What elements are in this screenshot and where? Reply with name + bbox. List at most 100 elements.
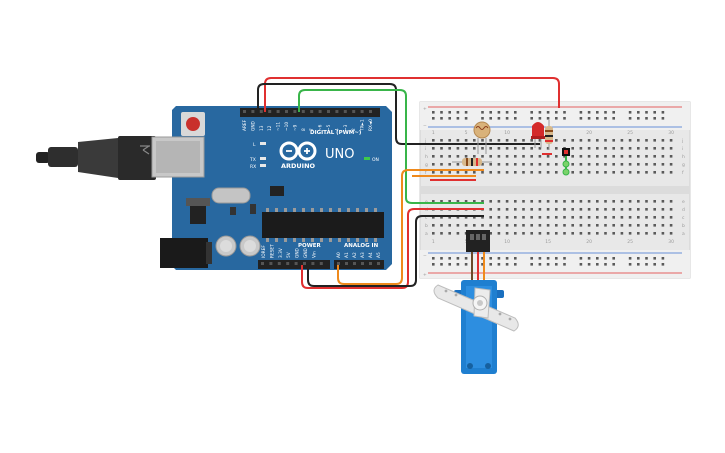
terminal-hole [645, 147, 648, 150]
row-letter: b [425, 223, 428, 229]
terminal-hole [669, 232, 673, 235]
terminal-hole [628, 224, 632, 227]
terminal-hole [448, 232, 451, 235]
terminal-hole [645, 163, 648, 166]
terminal-hole [563, 232, 566, 235]
terminal-hole [514, 163, 517, 166]
terminal-hole [432, 147, 435, 150]
terminal-hole [571, 208, 574, 211]
terminal-hole [661, 208, 665, 211]
terminal-hole [596, 171, 599, 174]
selected-hole-markers [562, 148, 570, 176]
header-hole [301, 110, 305, 113]
rail-hole [579, 111, 583, 114]
rail-hole [653, 263, 656, 266]
terminal-hole [579, 171, 583, 174]
terminal-hole [571, 216, 574, 219]
terminal-hole [620, 171, 624, 174]
power-pin-label: RESET [269, 244, 275, 258]
terminal-hole [571, 155, 574, 158]
analog-pin-label: A3 [360, 252, 366, 258]
rail-hole [628, 263, 632, 266]
terminal-hole [481, 139, 484, 142]
terminal-hole [596, 147, 599, 150]
power-pin-label: GND [303, 247, 309, 258]
rail-hole [448, 263, 451, 266]
wire-black-gnd [257, 83, 540, 145]
terminal-hole [456, 163, 460, 166]
terminal-hole [555, 171, 558, 174]
rail-hole [456, 263, 460, 266]
terminal-hole [596, 232, 599, 235]
terminal-hole [464, 171, 468, 174]
rail-hole [538, 117, 542, 120]
terminal-hole [456, 155, 460, 158]
row-letter: c [425, 216, 428, 221]
rail-hole [628, 111, 632, 114]
terminal-hole [530, 139, 533, 142]
column-number: 25 [627, 239, 633, 245]
terminal-hole [456, 232, 460, 235]
rail-hole [563, 111, 566, 114]
terminal-hole [669, 155, 673, 158]
terminal-hole [563, 216, 566, 219]
terminal-hole [538, 139, 542, 142]
terminal-hole [522, 171, 525, 174]
terminal-hole [604, 208, 607, 211]
rail-minus-top: − [423, 124, 427, 129]
terminal-hole [530, 200, 533, 203]
terminal-hole [546, 232, 550, 235]
row-letter: a [425, 232, 428, 237]
terminal-hole [669, 208, 673, 211]
terminal-hole [497, 155, 501, 158]
terminal-hole [530, 208, 533, 211]
header-hole [369, 262, 372, 265]
terminal-hole [587, 139, 591, 142]
header-hole [285, 110, 288, 113]
column-number: 10 [504, 239, 510, 245]
terminal-hole [661, 200, 665, 203]
terminal-hole [637, 171, 640, 174]
terminal-hole [596, 155, 599, 158]
analog-pin-label: A0 [336, 252, 342, 258]
terminal-hole [628, 147, 632, 150]
rail-hole [628, 117, 632, 120]
terminal-hole [522, 216, 525, 219]
digital-header [240, 108, 380, 117]
terminal-hole [628, 200, 632, 203]
terminal-hole [497, 216, 501, 219]
analog-pin-label: A5 [376, 252, 382, 258]
terminal-hole [514, 155, 517, 158]
analog-header [334, 260, 384, 269]
rail-hole [555, 111, 558, 114]
terminal-hole [538, 232, 542, 235]
terminal-hole [620, 208, 624, 211]
terminal-hole [505, 155, 509, 158]
terminal-hole [637, 139, 640, 142]
rail-hole [587, 263, 591, 266]
rail-hole [530, 111, 533, 114]
terminal-hole [661, 163, 665, 166]
terminal-hole [432, 139, 435, 142]
terminal-hole [448, 171, 451, 174]
terminal-hole [653, 224, 656, 227]
rail-hole [587, 257, 591, 260]
header-hole [319, 262, 323, 265]
terminal-hole [637, 147, 640, 150]
rail-hole [661, 263, 665, 266]
microcontroller-chip [262, 212, 384, 238]
header-hole [345, 262, 348, 265]
terminal-hole [620, 139, 624, 142]
column-number: 20 [586, 239, 592, 245]
rail-hole [612, 263, 615, 266]
terminal-hole [448, 163, 451, 166]
terminal-hole [440, 232, 443, 235]
row-letter: c [682, 216, 685, 221]
rail-hole [612, 111, 615, 114]
terminal-hole [620, 163, 624, 166]
terminal-hole [456, 200, 460, 203]
terminal-hole [448, 139, 451, 142]
terminal-hole [628, 155, 632, 158]
terminal-hole [645, 216, 648, 219]
terminal-hole [440, 224, 443, 227]
